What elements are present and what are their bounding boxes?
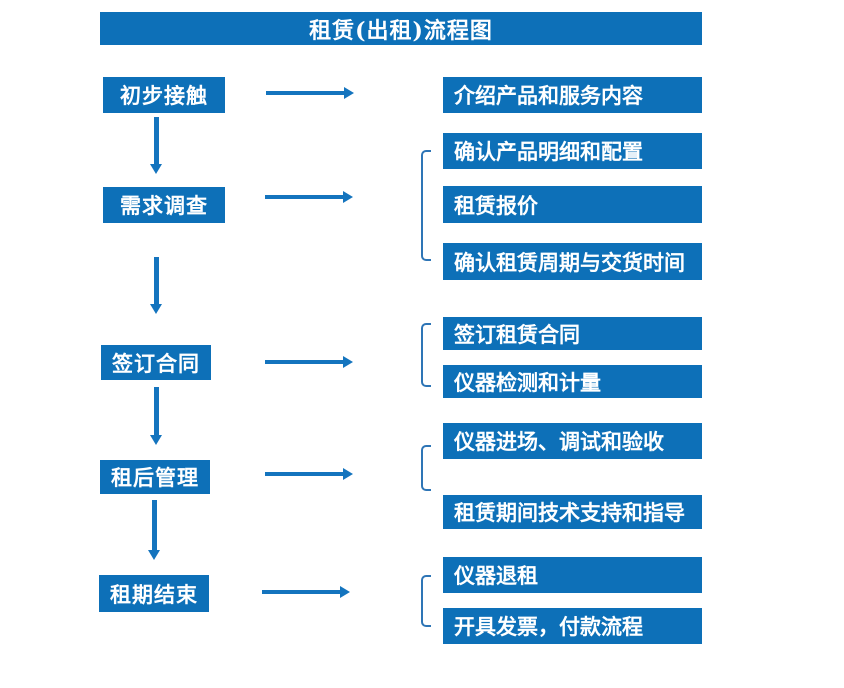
down-arrow-icon [150,117,163,174]
down-arrow-icon [148,500,161,560]
group-bracket [421,575,431,627]
stage-box-rental-end: 租期结束 [99,575,209,612]
detail-box-sign-rental-contract: 签订租赁合同 [443,317,702,350]
detail-box-instrument-return: 仪器退租 [443,557,702,593]
down-arrow-shaft [152,500,157,551]
detail-box-confirm-rental-period-delivery: 确认租赁周期与交货时间 [443,243,702,280]
down-arrow-head [150,304,162,314]
right-arrow-icon [262,586,350,598]
right-arrow-shaft [265,195,344,199]
down-arrow-icon [150,387,163,445]
right-arrow-shaft [265,360,344,364]
right-arrow-head [340,586,350,598]
detail-box-rental-quotation: 租赁报价 [443,186,702,223]
detail-box-technical-support-guidance: 租赁期间技术支持和指导 [443,495,702,529]
right-arrow-shaft [266,91,345,95]
group-bracket [421,150,431,261]
right-arrow-head [343,468,353,480]
group-bracket [421,445,431,491]
flowchart-title: 租赁(出租)流程图 [100,12,702,45]
down-arrow-shaft [154,387,159,436]
detail-box-confirm-product-details-config: 确认产品明细和配置 [443,133,702,169]
detail-box-instrument-arrival-debug-acceptance: 仪器进场、调试和验收 [443,423,702,459]
right-arrow-head [343,191,353,203]
down-arrow-head [150,435,162,445]
down-arrow-head [148,550,160,560]
down-arrow-head [150,164,162,174]
stage-box-initial-contact: 初步接触 [103,77,225,113]
stage-box-post-rental-management: 租后管理 [100,460,210,494]
right-arrow-icon [265,191,353,203]
stage-box-sign-contract: 签订合同 [101,345,211,380]
detail-box-introduce-products-services: 介绍产品和服务内容 [443,77,702,113]
detail-box-instrument-testing-metering: 仪器检测和计量 [443,365,702,398]
right-arrow-shaft [262,590,341,594]
right-arrow-icon [265,468,353,480]
down-arrow-shaft [154,257,159,305]
group-bracket [421,323,431,387]
right-arrow-head [343,356,353,368]
right-arrow-shaft [265,472,344,476]
stage-box-demand-survey: 需求调查 [103,187,225,223]
detail-box-invoice-payment-process: 开具发票，付款流程 [443,608,702,644]
right-arrow-head [344,87,354,99]
down-arrow-icon [150,257,163,314]
right-arrow-icon [265,356,353,368]
down-arrow-shaft [154,117,159,165]
right-arrow-icon [266,87,354,99]
